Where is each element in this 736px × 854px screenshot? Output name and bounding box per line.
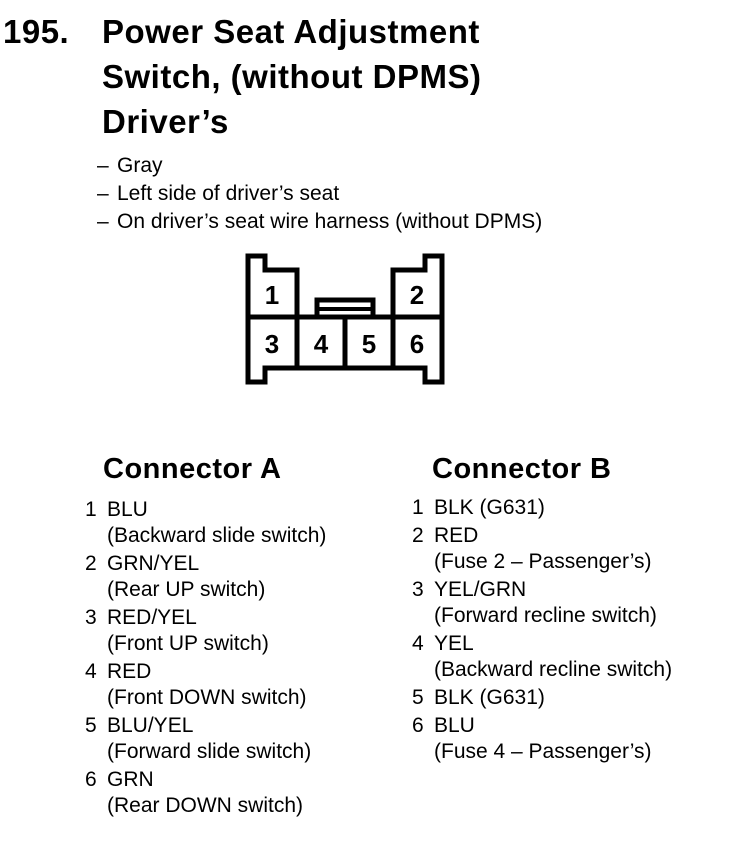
pin-wire-color: YEL/GRN xyxy=(434,578,527,601)
connector-a-heading: Connector A xyxy=(103,453,282,485)
pin-wire-color: RED xyxy=(434,524,479,547)
note-item: – Gray xyxy=(97,152,542,180)
item-title: 195. Power Seat Adjustment Switch, (with… xyxy=(3,9,481,144)
pin-number: 4 xyxy=(85,660,97,683)
pin-number: 6 xyxy=(85,768,97,791)
pin-number: 6 xyxy=(412,714,424,737)
pin-entry: 6 BLU (Fuse 4 – Passenger’s) xyxy=(412,713,732,765)
pin-entry: 3 RED/YEL (Front UP switch) xyxy=(85,605,385,657)
pin-wire-color: YEL xyxy=(434,632,474,655)
pin-wire-color: BLU/YEL xyxy=(107,714,194,737)
pin-1-label: 1 xyxy=(265,280,279,310)
pin-wire-color: GRN/YEL xyxy=(107,552,200,575)
pin-description: (Rear UP switch) xyxy=(107,578,266,601)
pin-entry: 4 YEL (Backward recline switch) xyxy=(412,631,732,683)
pin-number: 3 xyxy=(85,606,97,629)
item-number: 195. xyxy=(3,13,70,50)
note-text: Gray xyxy=(117,154,163,177)
pin-entry: 2 RED (Fuse 2 – Passenger’s) xyxy=(412,523,732,575)
pin-number: 1 xyxy=(412,496,424,519)
pin-wire-color: BLK (G631) xyxy=(434,686,545,709)
note-text: Left side of driver’s seat xyxy=(117,182,340,205)
pin-wire-color: BLU xyxy=(107,498,148,521)
pin-description: (Backward slide switch) xyxy=(107,524,327,547)
pin-entry: 6 GRN (Rear DOWN switch) xyxy=(85,767,385,819)
pin-entry: 5 BLK (G631) xyxy=(412,685,732,711)
bullet-dash: – xyxy=(97,210,109,233)
pin-number: 5 xyxy=(85,714,97,737)
note-text: On driver’s seat wire harness (without D… xyxy=(117,210,543,233)
pin-wire-color: RED/YEL xyxy=(107,606,197,629)
connector-b-heading: Connector B xyxy=(432,453,612,485)
pin-2-label: 2 xyxy=(410,280,424,310)
pin-description: (Forward recline switch) xyxy=(434,604,657,627)
pin-description: (Front UP switch) xyxy=(107,632,269,655)
bullet-dash: – xyxy=(97,182,109,205)
pin-wire-color: RED xyxy=(107,660,152,683)
pin-6-label: 6 xyxy=(410,329,424,359)
connector-diagram: 1 2 3 4 5 6 xyxy=(245,253,445,385)
pin-description: (Backward recline switch) xyxy=(434,658,673,681)
title-line-1: Power Seat Adjustment xyxy=(102,13,480,50)
pin-entry: 5 BLU/YEL (Forward slide switch) xyxy=(85,713,385,765)
title-line-3: Driver’s xyxy=(102,103,229,140)
pin-entry: 1 BLU (Backward slide switch) xyxy=(85,497,385,549)
pin-number: 2 xyxy=(85,552,97,575)
pin-entry: 4 RED (Front DOWN switch) xyxy=(85,659,385,711)
connector-a-pinout: 1 BLU (Backward slide switch) 2 GRN/YEL … xyxy=(85,497,385,821)
pin-description: (Front DOWN switch) xyxy=(107,686,307,709)
pin-number: 4 xyxy=(412,632,424,655)
connector-b-pinout: 1 BLK (G631) 2 RED (Fuse 2 – Passenger’s… xyxy=(412,495,732,767)
pin-entry: 3 YEL/GRN (Forward recline switch) xyxy=(412,577,732,629)
pin-wire-color: GRN xyxy=(107,768,154,791)
pin-description: (Fuse 4 – Passenger’s) xyxy=(434,740,652,763)
notes-list: – Gray – Left side of driver’s seat – On… xyxy=(97,152,542,236)
pin-entry: 2 GRN/YEL (Rear UP switch) xyxy=(85,551,385,603)
pin-wire-color: BLU xyxy=(434,714,475,737)
pin-description: (Forward slide switch) xyxy=(107,740,312,763)
connector-cavity-lines xyxy=(248,314,442,368)
bullet-dash: – xyxy=(97,154,109,177)
pin-number: 2 xyxy=(412,524,424,547)
pin-3-label: 3 xyxy=(265,329,279,359)
pin-description: (Rear DOWN switch) xyxy=(107,794,304,817)
title-line-2: Switch, (without DPMS) xyxy=(102,58,482,95)
pin-description: (Fuse 2 – Passenger’s) xyxy=(434,550,652,573)
pin-number: 1 xyxy=(85,498,97,521)
pin-entry: 1 BLK (G631) xyxy=(412,495,732,521)
pin-wire-color: BLK (G631) xyxy=(434,496,545,519)
pin-4-label: 4 xyxy=(314,329,329,359)
note-item: – Left side of driver’s seat xyxy=(97,180,542,208)
pin-number: 5 xyxy=(412,686,424,709)
pin-5-label: 5 xyxy=(362,329,376,359)
item-title-text: Power Seat Adjustment Switch, (without D… xyxy=(102,9,481,144)
connector-diagram-drawing: 1 2 3 4 5 6 xyxy=(245,253,445,385)
note-item: – On driver’s seat wire harness (without… xyxy=(97,208,542,236)
pin-number: 3 xyxy=(412,578,424,601)
